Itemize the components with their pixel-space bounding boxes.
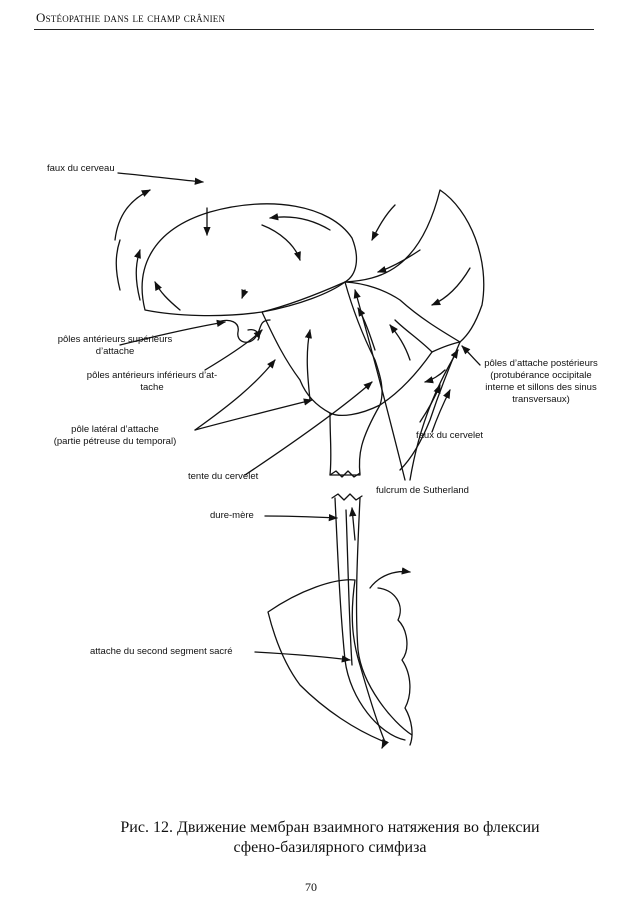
label-line: pôles antérieurs inférieurs d’at- (86, 370, 218, 381)
label-poles-anterieurs-inferieurs: pôles antérieurs inférieurs d’at- tache (62, 370, 242, 394)
caption-line-1: Рис. 12. Движение мембран взаимного натя… (120, 819, 540, 836)
running-header: Ostéopathie dans le champ crânien (36, 10, 226, 25)
label-dure-mere: dure-mère (210, 510, 254, 521)
caption-line-2: сфено-базилярного симфиза (233, 839, 427, 856)
sacrum-outline (267, 579, 386, 743)
falx-cerebri-outline (141, 203, 358, 317)
header-rule (34, 29, 594, 30)
cord-cut-top (329, 470, 361, 478)
tentorium-fold (344, 281, 383, 406)
label-line: pôles antérieurs supérieurs (57, 334, 173, 345)
label-line: (partie pétreuse du temporal) (53, 436, 177, 447)
label-line: transversaux) (512, 394, 570, 405)
label-attache-second-segment-sacre: attache du second segment sacré (90, 646, 233, 657)
cord-top (329, 404, 381, 476)
dura-left (334, 497, 406, 741)
label-poles-posterieurs: pôles d’attache postérieurs (protubéranc… (466, 358, 616, 406)
figure-caption: Рис. 12. Движение мембран взаимного натя… (80, 818, 580, 858)
label-line: (protubérance occipitale (490, 370, 592, 381)
tentorium-edge (261, 281, 346, 313)
dura-inner (345, 509, 353, 666)
label-faux-du-cervelet: faux du cervelet (416, 430, 484, 441)
sacrum-lobes (377, 587, 413, 746)
label-poles-anterieurs-superieurs: pôles antérieurs supérieurs d’attache (40, 334, 190, 358)
page-number: 70 (305, 880, 317, 894)
label-line: d’attache (95, 346, 135, 357)
anterior-clinoid (217, 319, 271, 343)
label-tente-du-cervelet: tente du cervelet (188, 471, 259, 482)
label-line: interne et sillons des sinus (485, 382, 597, 393)
tentorium-inner (394, 319, 433, 353)
label-line: pôle latéral d’attache (71, 424, 159, 435)
label-fulcrum-de-sutherland: fulcrum de Sutherland (376, 485, 469, 496)
dura-right (355, 497, 413, 736)
occipital-curve (344, 189, 485, 343)
label-pole-lateral: pôle latéral d’attache (partie pétreuse … (40, 424, 190, 448)
label-faux-du-cerveau: faux du cerveau (47, 163, 115, 174)
label-line: pôles d’attache postérieurs (484, 358, 598, 369)
tentorium-outline (261, 281, 461, 416)
cord-cut-lower (331, 493, 363, 501)
label-line: tache (140, 382, 164, 393)
